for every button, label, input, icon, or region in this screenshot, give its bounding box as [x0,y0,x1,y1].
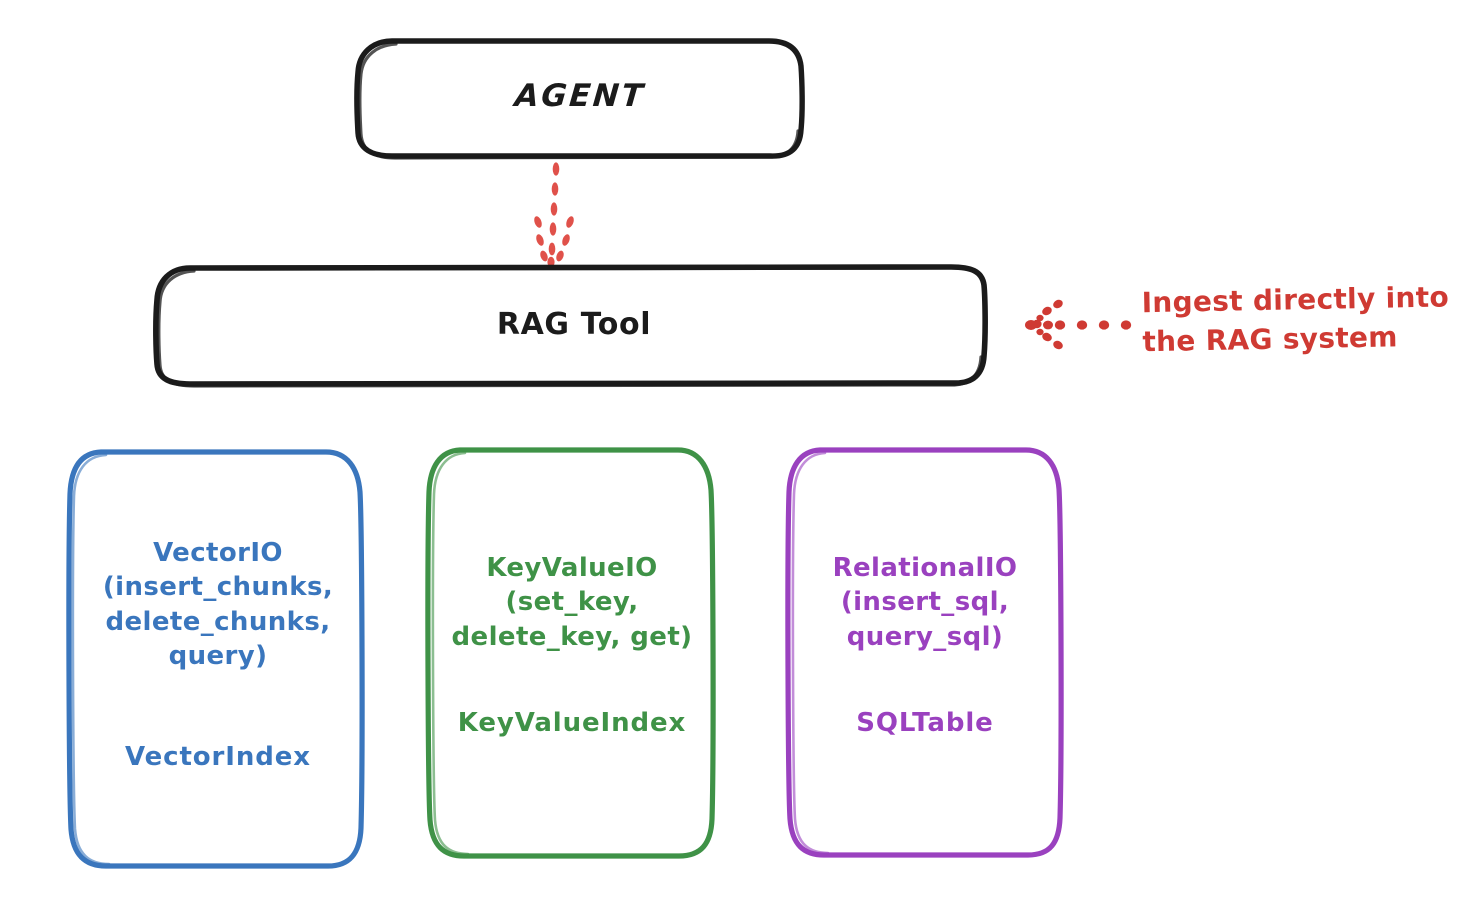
key-value-io-api-label: KeyValueIO (set_key, delete_key, get) [451,553,693,652]
vector-io-api-label: VectorIO (insert_chunks, delete_chunks, … [102,538,334,671]
vector-io-index-label: VectorIndex [125,742,311,772]
vector-io-box-outline-sketch [71,453,111,866]
rag-tool-node[interactable] [153,264,988,388]
relational-io-index-label: SQLTable [856,708,994,738]
ingest-connector [1025,299,1132,350]
rag-tool-box-outline-sketch [157,269,983,388]
agent-box-outline [354,38,805,159]
relational-io-box-outline [785,447,1064,858]
rag-tool-box-outline [153,264,988,387]
agent-to-rag-connector [534,162,574,268]
key-value-io-node[interactable] [425,447,716,859]
agent-box-outline-sketch [358,42,800,160]
vector-io-box-outline [66,449,365,869]
ingest-annotation-label: Ingest directly into the RAG system [1141,280,1450,358]
key-value-io-box-outline [425,447,716,859]
relational-io-node[interactable] [785,447,1064,858]
relational-io-box-outline-sketch [791,451,830,855]
vector-io-node[interactable] [66,449,365,869]
key-value-io-index-label: KeyValueIndex [457,708,687,738]
agent-node[interactable] [354,38,805,160]
relational-io-api-label: RelationalIO (insert_sql, query_sql) [832,553,1018,652]
key-value-io-box-outline-sketch [431,451,470,856]
